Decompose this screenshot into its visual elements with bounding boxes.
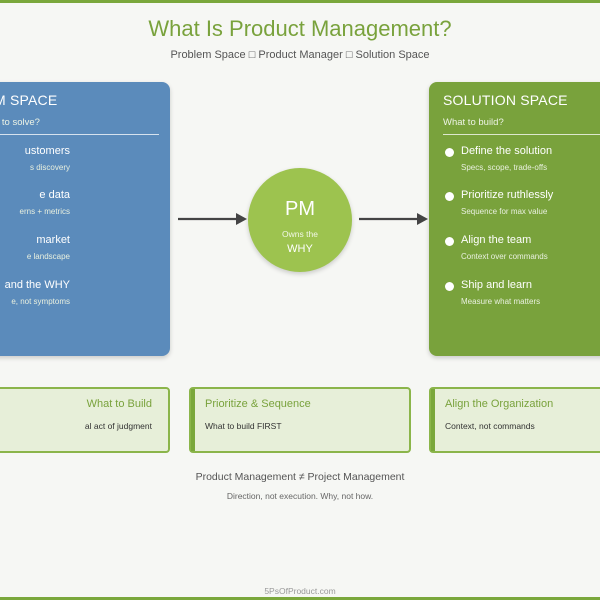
problem-item: market e landscape bbox=[0, 234, 170, 274]
role-card-sub: Context, not commands bbox=[445, 421, 535, 431]
solution-item: Prioritize ruthlessly Sequence for max v… bbox=[429, 189, 600, 229]
solution-panel-divider bbox=[443, 134, 600, 135]
problem-item-sub: e, not symptoms bbox=[11, 297, 70, 306]
problem-panel-title: M SPACE bbox=[0, 92, 58, 108]
solution-panel-question: What to build? bbox=[443, 117, 504, 128]
tagline-sub: Direction, not execution. Why, not how. bbox=[226, 491, 374, 501]
role-card-what-to-build: What to Build al act of judgment bbox=[0, 387, 170, 453]
tagline-main: Product Management ≠ Project Management bbox=[195, 471, 405, 483]
problem-item: e data erns + metrics bbox=[0, 189, 170, 229]
top-accent-bar bbox=[0, 0, 600, 3]
solution-item: Ship and learn Measure what matters bbox=[429, 279, 600, 319]
role-card-title: Prioritize & Sequence bbox=[205, 398, 311, 410]
problem-item-sub: s discovery bbox=[29, 163, 70, 172]
right-arrow-icon bbox=[178, 213, 247, 225]
solution-item-title: Define the solution bbox=[461, 145, 553, 157]
solution-space-panel: SOLUTION SPACE What to build? Define the… bbox=[429, 82, 600, 356]
role-card-align: Align the Organization Context, not comm… bbox=[429, 387, 600, 453]
card-accent-bar bbox=[431, 389, 435, 451]
role-card-sub: al act of judgment bbox=[84, 421, 152, 431]
solution-item-sub: Context over commands bbox=[461, 252, 548, 261]
bullet-dot-icon bbox=[445, 237, 454, 246]
bullet-dot-icon bbox=[445, 282, 454, 291]
role-card-title: Align the Organization bbox=[445, 398, 554, 410]
footer-credit: 5PsOfProduct.com bbox=[264, 586, 336, 596]
problem-item-title: e data bbox=[39, 189, 70, 201]
solution-item-title: Prioritize ruthlessly bbox=[461, 189, 554, 201]
solution-item-title: Align the team bbox=[461, 234, 532, 246]
role-card-sub: What to build FIRST bbox=[205, 421, 282, 431]
solution-item-sub: Specs, scope, trade-offs bbox=[461, 163, 548, 172]
problem-item-title: ustomers bbox=[24, 145, 70, 157]
right-arrow-icon bbox=[359, 213, 428, 225]
problem-item: and the WHY e, not symptoms bbox=[0, 279, 170, 319]
bullet-dot-icon bbox=[445, 192, 454, 201]
problem-item-sub: e landscape bbox=[26, 252, 70, 261]
problem-item-sub: erns + metrics bbox=[19, 207, 70, 216]
problem-panel-divider bbox=[0, 134, 159, 135]
solution-item-title: Ship and learn bbox=[461, 279, 532, 291]
pm-owns-text: Owns the bbox=[282, 229, 318, 239]
page-subtitle: Problem Space □ Product Manager □ Soluti… bbox=[170, 49, 430, 61]
problem-item: ustomers s discovery bbox=[0, 145, 170, 185]
role-card-title: What to Build bbox=[86, 398, 152, 410]
role-card-prioritize: Prioritize & Sequence What to build FIRS… bbox=[189, 387, 411, 453]
solution-item: Define the solution Specs, scope, trade-… bbox=[429, 145, 600, 185]
page-title: What Is Product Management? bbox=[148, 16, 452, 41]
solution-item-sub: Sequence for max value bbox=[461, 207, 548, 216]
pm-why-text: WHY bbox=[287, 243, 313, 255]
solution-panel-title: SOLUTION SPACE bbox=[443, 92, 568, 108]
pm-label: PM bbox=[285, 198, 315, 220]
problem-panel-question: n to solve? bbox=[0, 117, 40, 128]
problem-item-title: and the WHY bbox=[4, 279, 70, 291]
card-accent-bar bbox=[191, 389, 195, 451]
solution-item-sub: Measure what matters bbox=[461, 297, 541, 306]
pm-circle: PM Owns the WHY bbox=[248, 168, 352, 272]
bullet-dot-icon bbox=[445, 148, 454, 157]
bottom-accent-bar bbox=[0, 597, 600, 600]
solution-item: Align the team Context over commands bbox=[429, 234, 600, 274]
problem-space-panel: M SPACE n to solve? ustomers s discovery… bbox=[0, 82, 170, 356]
problem-item-title: market bbox=[36, 234, 70, 246]
